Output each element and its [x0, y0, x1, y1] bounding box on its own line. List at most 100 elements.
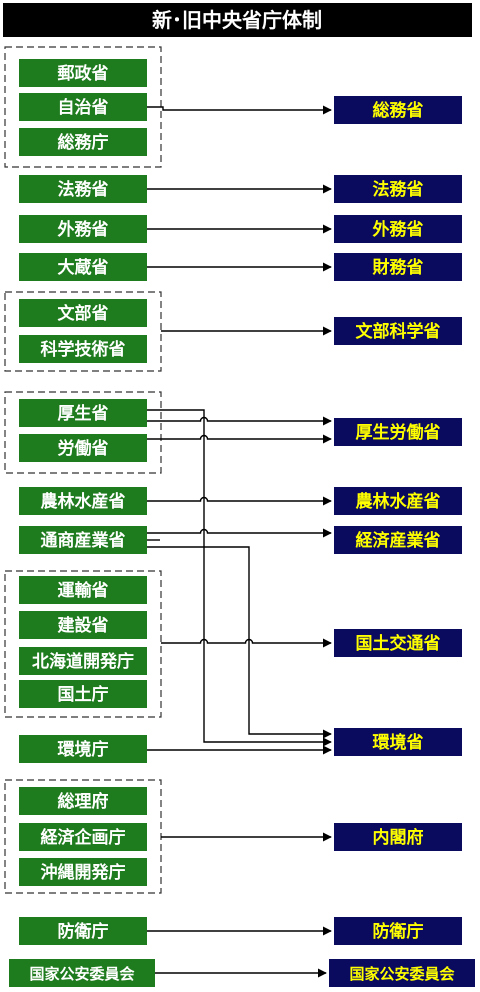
old-agency-label: 沖縄開発庁	[41, 862, 126, 883]
title-bar: 新･旧中央省庁体制	[3, 3, 472, 37]
old-agency-label: 郵政省	[58, 63, 109, 84]
old-agency-column: 郵政省自治省総務庁法務省外務省大蔵省文部省科学技術省厚生省労働省農林水産省通商産…	[9, 59, 155, 987]
old-agency-box-bg	[19, 576, 147, 604]
old-agency-box-bg	[19, 858, 147, 886]
old-agency-box-bg	[19, 823, 147, 851]
old-agency-box: 科学技術省	[19, 335, 147, 363]
new-agency-label: 厚生労働省	[356, 422, 441, 443]
new-agency-box: 文部科学省	[334, 317, 462, 345]
old-agency-label: 国家公安委員会	[29, 965, 134, 983]
new-agency-label: 文部科学省	[356, 321, 441, 342]
old-agency-box: 国土庁	[19, 680, 147, 708]
old-agency-box: 通商産業省	[19, 526, 147, 554]
old-agency-label: 大蔵省	[58, 257, 109, 278]
old-agency-label: 北海道開発庁	[32, 651, 134, 672]
old-agency-box: 大蔵省	[19, 253, 147, 281]
dashed-group-outline	[4, 570, 162, 718]
new-agency-box-bg	[334, 317, 462, 345]
connector-lines	[147, 105, 332, 978]
connector-arrow	[147, 416, 332, 426]
old-agency-box: 建設省	[19, 611, 147, 639]
old-agency-box-bg	[19, 399, 147, 427]
new-agency-box: 国土交通省	[334, 629, 462, 657]
old-agency-box-bg	[19, 434, 147, 462]
old-agency-box: 沖縄開発庁	[19, 858, 147, 886]
old-agency-box: 総務庁	[19, 128, 147, 156]
old-agency-label: 外務省	[58, 219, 109, 240]
old-agency-label: 総務庁	[58, 132, 109, 153]
new-agency-label: 経済産業省	[356, 530, 441, 551]
new-agency-box-bg	[334, 487, 462, 515]
new-agency-box-bg	[334, 629, 462, 657]
new-agency-label: 総務省	[373, 100, 424, 121]
old-agency-box: 経済企画庁	[19, 823, 147, 851]
new-agency-box: 内閣府	[334, 823, 462, 851]
new-agency-box: 国家公安委員会	[329, 959, 475, 987]
old-agency-box: 郵政省	[19, 59, 147, 87]
old-agency-box: 環境庁	[19, 735, 147, 763]
new-agency-box-bg	[329, 959, 475, 987]
old-agency-box-bg	[19, 526, 147, 554]
connector-arrow	[147, 546, 332, 739]
old-agency-box-bg	[19, 93, 147, 121]
old-agency-box: 文部省	[19, 299, 147, 327]
old-agency-box-bg	[19, 215, 147, 243]
old-agency-box: 外務省	[19, 215, 147, 243]
old-agency-label: 厚生省	[58, 403, 109, 424]
old-agency-box-bg	[19, 59, 147, 87]
new-agency-box-bg	[334, 215, 462, 243]
new-agency-label: 防衛庁	[373, 921, 424, 942]
group-outlines	[4, 46, 162, 894]
connector-arrow	[147, 434, 332, 444]
new-agency-label: 法務省	[373, 179, 424, 200]
old-agency-box: 厚生省	[19, 399, 147, 427]
old-agency-box-bg	[19, 735, 147, 763]
connector-arrow	[147, 409, 332, 747]
old-agency-box-bg	[19, 787, 147, 815]
new-agency-box: 外務省	[334, 215, 462, 243]
new-agency-box-bg	[334, 253, 462, 281]
old-agency-label: 文部省	[58, 303, 109, 324]
new-agency-box: 環境省	[334, 728, 462, 756]
page-title: 新･旧中央省庁体制	[152, 8, 322, 32]
old-agency-label: 総理府	[58, 791, 109, 812]
old-agency-box-bg	[19, 299, 147, 327]
title-background	[3, 3, 472, 37]
connector-arrow	[147, 105, 332, 115]
old-agency-box-bg	[19, 917, 147, 945]
new-agency-box-bg	[334, 418, 462, 446]
new-agency-label: 内閣府	[373, 827, 424, 848]
old-agency-box-bg	[19, 487, 147, 515]
new-agency-label: 国家公安委員会	[349, 965, 454, 983]
old-agency-box: 運輸省	[19, 576, 147, 604]
old-agency-label: 環境庁	[58, 739, 109, 760]
old-agency-box: 労働省	[19, 434, 147, 462]
old-agency-box: 総理府	[19, 787, 147, 815]
old-agency-label: 国土庁	[58, 684, 109, 705]
old-agency-box-bg	[19, 680, 147, 708]
connector-arrow	[147, 528, 332, 538]
new-agency-label: 環境省	[373, 732, 424, 753]
old-agency-box-bg	[19, 647, 147, 675]
old-agency-label: 法務省	[58, 179, 109, 200]
old-agency-label: 経済企画庁	[41, 827, 126, 848]
new-agency-box-bg	[334, 823, 462, 851]
old-agency-label: 建設省	[58, 615, 109, 636]
new-agency-box-bg	[334, 175, 462, 203]
old-agency-label: 自治省	[58, 97, 109, 118]
new-agency-label: 財務省	[372, 257, 424, 278]
old-agency-box-bg	[19, 335, 147, 363]
new-agency-label: 国土交通省	[356, 633, 441, 654]
old-agency-box: 自治省	[19, 93, 147, 121]
new-agency-box: 農林水産省	[334, 487, 462, 515]
connector-arrow	[161, 638, 332, 648]
old-agency-label: 農林水産省	[41, 491, 126, 512]
dashed-group-outline	[4, 291, 162, 372]
old-agency-box: 法務省	[19, 175, 147, 203]
new-agency-box: 厚生労働省	[334, 418, 462, 446]
old-agency-box-bg	[9, 959, 155, 987]
old-agency-box-bg	[19, 611, 147, 639]
old-agency-label: 労働省	[58, 438, 109, 459]
old-agency-box: 防衛庁	[19, 917, 147, 945]
